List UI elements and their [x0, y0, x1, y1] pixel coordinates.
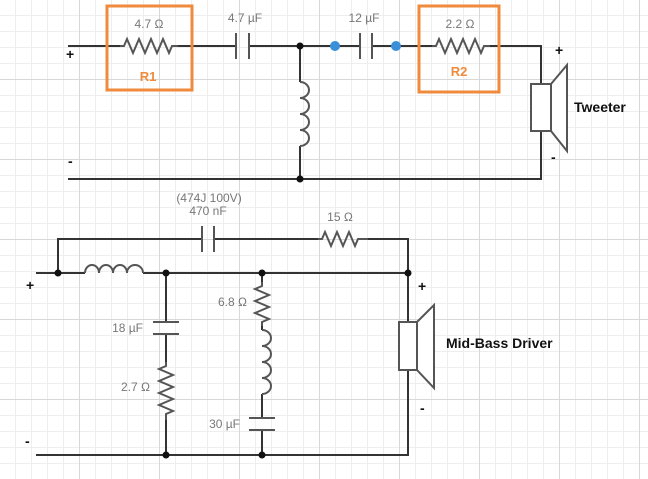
tweeter-junction-top — [296, 42, 304, 50]
shunt-cap2-value-label: 30 µF — [209, 417, 240, 431]
test-point-right[interactable] — [391, 41, 401, 51]
midbass-speaker-plus: + — [418, 278, 426, 294]
midbass-junction-shunt1-top — [162, 269, 170, 277]
tweeter-input-minus: - — [68, 153, 73, 169]
tweeter-inductor-symbol — [299, 81, 310, 147]
bypass-wire-right — [368, 238, 409, 273]
midbass-junction-bypass-left — [54, 269, 62, 277]
shunt-res-value-label: 6.8 Ω — [218, 295, 247, 309]
tweeter-speaker-label: Tweeter — [574, 99, 626, 115]
shunt-res-symbol — [252, 282, 272, 326]
midbass-speaker-minus: - — [420, 400, 425, 416]
r1-highlight-box — [105, 4, 194, 92]
c1-value-label: 4.7 µF — [228, 11, 262, 25]
r2-value-label: 2.2 Ω — [446, 17, 475, 31]
r1-tag-label: R1 — [140, 69, 157, 84]
midbass-input-minus: - — [25, 433, 30, 449]
r2-tag-label: R2 — [451, 64, 468, 79]
test-point-left[interactable] — [330, 41, 340, 51]
midbass-junction-shunt1-bottom — [162, 451, 170, 459]
tweeter-speaker-plus: + — [555, 42, 563, 58]
tweeter-junction-bottom — [296, 175, 304, 183]
bypass-cap-value-label: 470 nF — [189, 204, 226, 218]
r2-resistor-symbol — [432, 36, 490, 56]
tweeter-input-plus: + — [66, 46, 74, 62]
shunt-res2-symbol — [156, 362, 176, 420]
tweeter-speaker-icon — [530, 62, 568, 154]
midbass-series-wire — [143, 272, 409, 322]
midbass-junction-bypass-right — [404, 269, 412, 277]
midbass-return-wire — [36, 370, 409, 456]
bypass-cap-part-label: (474J 100V) — [176, 191, 241, 205]
midbass-junction-shunt2-top — [258, 269, 266, 277]
tweeter-speaker-minus: - — [551, 149, 556, 165]
tweeter-top-wire-right — [490, 45, 542, 84]
r1-resistor-symbol — [120, 36, 178, 56]
bypass-wire-left — [57, 238, 202, 273]
c2-value-label: 12 µF — [349, 11, 380, 25]
bypass-resistor-symbol — [318, 229, 368, 249]
shunt-cap1-value-label: 18 µF — [112, 321, 143, 335]
r2-highlight-box — [417, 4, 501, 94]
midbass-speaker-label: Mid-Bass Driver — [446, 335, 553, 351]
midbass-input-plus: + — [26, 277, 34, 293]
tweeter-return-wire — [68, 131, 542, 180]
midbass-circuit: (474J 100V) 470 nF 15 Ω 18 µF 2.7 Ω 6.8 … — [25, 191, 553, 459]
bypass-res-value-label: 15 Ω — [327, 210, 353, 224]
midbass-inductor-symbol — [84, 264, 144, 274]
shunt-inductor-symbol — [261, 329, 272, 395]
tweeter-circuit: 4.7 Ω R1 4.7 µF 12 µF 2.2 Ω R2 Tweeter +… — [66, 4, 626, 183]
midbass-speaker-icon — [398, 302, 435, 391]
r1-value-label: 4.7 Ω — [135, 17, 164, 31]
midbass-junction-shunt2-bottom — [258, 451, 266, 459]
shunt-res2-value-label: 2.7 Ω — [121, 380, 150, 394]
